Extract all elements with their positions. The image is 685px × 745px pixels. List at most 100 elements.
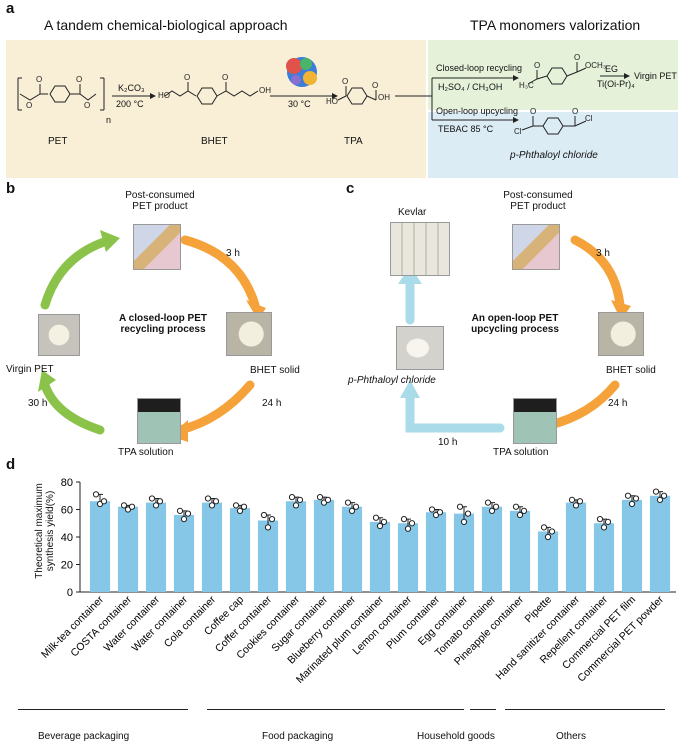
data-point [120,502,128,509]
data-point [464,510,472,517]
c-tpa: TPA solution [493,447,549,458]
svg-text:O: O [372,81,378,90]
data-point [400,516,408,523]
panel-c-letter: c [346,180,355,197]
data-point [232,502,240,509]
data-point [240,503,248,510]
svg-text:O: O [84,101,90,110]
bar [593,523,615,592]
bar [201,502,223,592]
closed-eg: EG [605,64,619,74]
svg-text:OH: OH [259,86,271,95]
group-line-beverage [18,709,188,710]
b-t1: 3 h [226,248,240,259]
step1-bottom: 200 °C [116,99,144,109]
data-point [404,525,412,532]
chloride-image [396,326,444,370]
c-bhet-solid-image [598,312,644,356]
panel-a-left-title: A tandem chemical-biological approach [44,17,288,33]
data-point [376,522,384,530]
group-others: Others [556,731,587,742]
y-tick-label: 60 [61,505,73,517]
b-top-label: Post-consumed PET product [125,190,195,212]
data-point [520,507,528,514]
data-point [568,496,576,503]
label-pet: PET [48,136,68,147]
closed-loop-title: Closed-loop recycling [436,63,523,73]
group-line-others [505,709,665,710]
data-point [408,520,416,527]
b-t3: 30 h [28,398,48,409]
bar [369,521,391,592]
panel-a-right-title: TPA monomers valorization [470,17,641,33]
svg-text:Cl: Cl [585,114,593,123]
open-product: p-Phthaloyl chloride [510,150,598,161]
data-point [128,503,136,510]
svg-text:O: O [184,73,190,82]
bar [397,523,419,592]
c-bhet: BHET solid [606,365,656,376]
svg-text:O: O [222,73,228,82]
data-point [660,492,668,499]
step2-bottom: 30 °C [288,99,311,109]
data-point [344,499,352,506]
open-loop-title: Open-loop upcycling [436,106,519,116]
b-bhet: BHET solid [250,365,300,376]
kevlar-image [390,222,450,276]
data-point [548,528,556,535]
group-food: Food packaging [262,731,334,742]
label-bhet: BHET [201,136,228,147]
data-point [148,495,156,502]
c-t1: 3 h [596,248,610,259]
data-point [656,496,664,503]
tpa-solution-image [137,398,181,444]
label-tpa: TPA [344,136,363,147]
data-point [176,507,184,514]
bar [621,499,643,592]
closed-cat: Ti(Oi-Pr)₄ [597,79,635,89]
enzyme-icon [286,57,317,87]
data-point [604,518,612,525]
y-tick-label: 20 [61,560,73,572]
svg-text:O: O [342,77,348,86]
data-point [204,495,212,502]
data-point [624,492,632,499]
b-tpa: TPA solution [118,447,174,458]
panel-a-left-box [6,40,426,178]
panel-a-open-box [428,112,678,178]
bar [649,495,671,592]
svg-text:HO: HO [326,97,338,106]
svg-text:OH: OH [378,93,390,102]
data-point [460,518,468,525]
data-point [488,507,496,514]
panel-b-cycle [38,230,266,442]
c-tpa-solution-image [513,398,557,444]
panel-a-closed-box [428,40,678,110]
data-point [600,524,608,531]
b-center: A closed-loop PET recycling process [119,313,207,335]
panel-b-letter: b [6,180,16,197]
data-point [544,533,552,541]
bar [89,501,111,592]
closed-loop-reagent: H₂SO₄ / CH₃OH [438,82,503,92]
group-household: Household goods [417,731,495,742]
data-point [156,498,164,505]
bar [173,515,195,592]
pet-product-image [133,224,181,270]
c-t2: 24 h [608,398,628,409]
data-point [540,524,548,531]
data-point [260,511,268,519]
data-point [264,524,272,531]
y-tick-label: 80 [61,477,73,489]
step1-top: K₂CO₃ [118,83,145,93]
data-point [212,498,220,505]
svg-text:OCH₃: OCH₃ [585,61,606,70]
c-chloride: p-Phthaloyl chloride [348,375,436,386]
b-virgin: Virgin PET [6,364,54,375]
data-point [208,502,216,509]
c-t3: 10 h [438,437,458,448]
data-point [484,499,492,506]
bar [453,513,475,592]
